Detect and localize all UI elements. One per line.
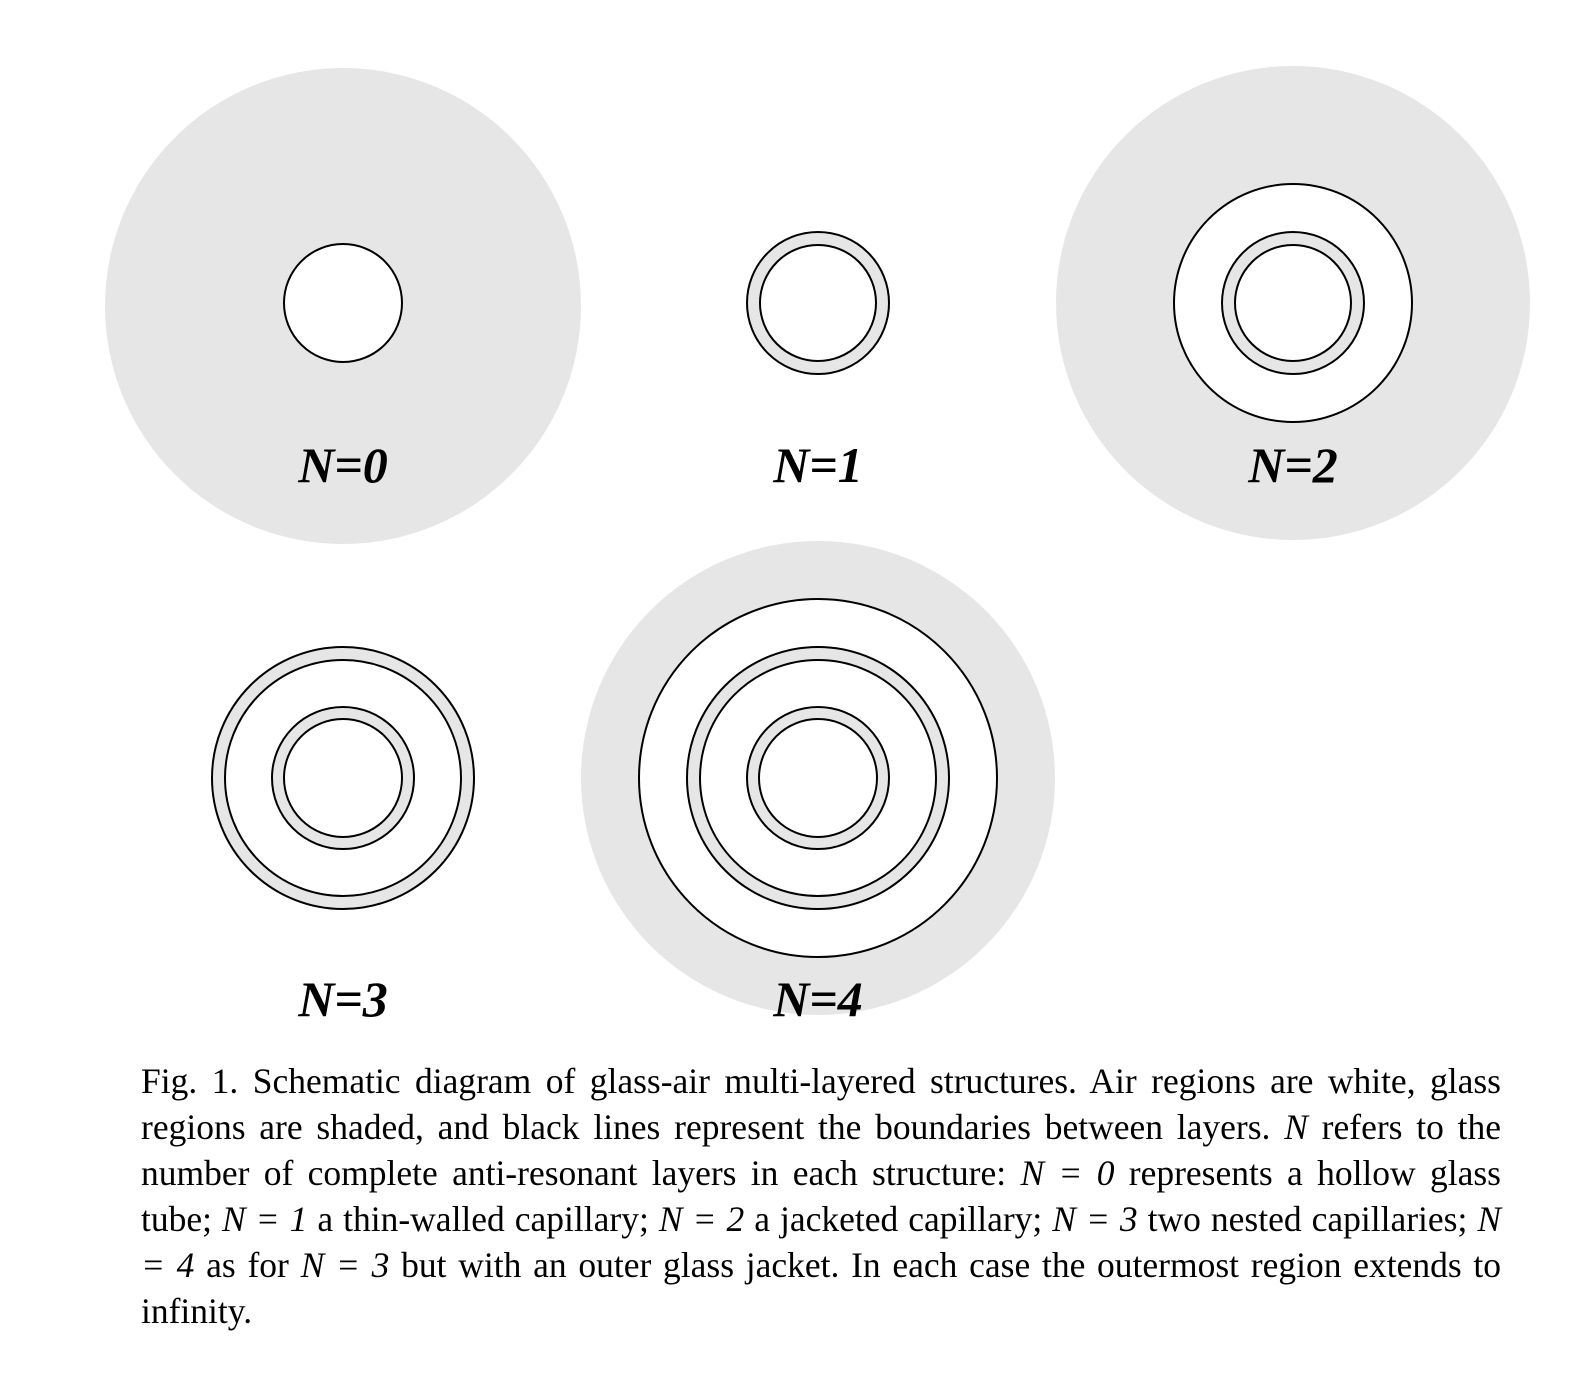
- caption-equation: N = 3: [1052, 1199, 1138, 1239]
- caption-text: refers to the number of complete anti-re…: [141, 1107, 1502, 1193]
- caption-text: but with an outer glass jacket. In each …: [141, 1245, 1501, 1331]
- panel-label-n2: N=2: [1247, 437, 1338, 493]
- panel-n1: N=1: [746, 231, 890, 493]
- panel-label-n3: N=3: [297, 971, 388, 1027]
- panel-n4: N=4: [581, 541, 1055, 1027]
- panel-n3: N=3: [211, 646, 475, 1027]
- boundary-line: [283, 243, 403, 363]
- boundary-line: [759, 244, 877, 362]
- air-core: [759, 719, 877, 837]
- panel-n2: N=2: [1056, 66, 1530, 540]
- caption-text: two nested capillaries;: [1137, 1199, 1478, 1239]
- caption-symbol: N: [1284, 1107, 1308, 1147]
- caption-text: a jacketed capillary;: [744, 1199, 1053, 1239]
- panel-n0: N=0: [105, 68, 581, 544]
- schematic-diagram: N=0 N=1 N=2: [105, 66, 1530, 1027]
- caption-equation: N = 0: [1020, 1153, 1115, 1193]
- air-core: [760, 245, 876, 361]
- panel-label-n1: N=1: [772, 437, 863, 493]
- boundary-line: [746, 231, 890, 375]
- figure: N=0 N=1 N=2: [105, 66, 1530, 1027]
- boundary-line: [224, 659, 462, 897]
- boundary-line: [686, 646, 950, 910]
- boundary-line: [211, 646, 475, 910]
- boundary-line: [638, 598, 998, 958]
- boundary-line: [271, 706, 415, 850]
- caption-equation: N = 1: [221, 1199, 308, 1239]
- boundary-line: [1234, 244, 1352, 362]
- air-core: [1235, 245, 1351, 361]
- caption-lead: Fig. 1. Schematic diagram of glass-air m…: [141, 1061, 1501, 1147]
- caption-text: as for: [194, 1245, 301, 1285]
- air-core: [284, 719, 402, 837]
- panel-label-n0: N=0: [297, 437, 388, 493]
- boundary-line: [283, 718, 403, 838]
- panel-label-n4: N=4: [772, 971, 863, 1027]
- caption-text: a thin-walled capillary;: [307, 1199, 659, 1239]
- boundary-line: [1221, 231, 1365, 375]
- boundary-line: [699, 659, 937, 897]
- boundary-line: [758, 718, 878, 838]
- caption-equation: N = 4: [141, 1199, 1502, 1285]
- caption-text: represents a hollow glass tube;: [141, 1153, 1501, 1239]
- boundary-line: [746, 706, 890, 850]
- boundary-line: [1173, 183, 1413, 423]
- caption-equation: N = 2: [658, 1199, 745, 1239]
- figure-caption: Fig. 1. Schematic diagram of glass-air m…: [141, 1058, 1501, 1334]
- caption-equation: N = 3: [300, 1245, 390, 1285]
- air-core: [284, 244, 402, 362]
